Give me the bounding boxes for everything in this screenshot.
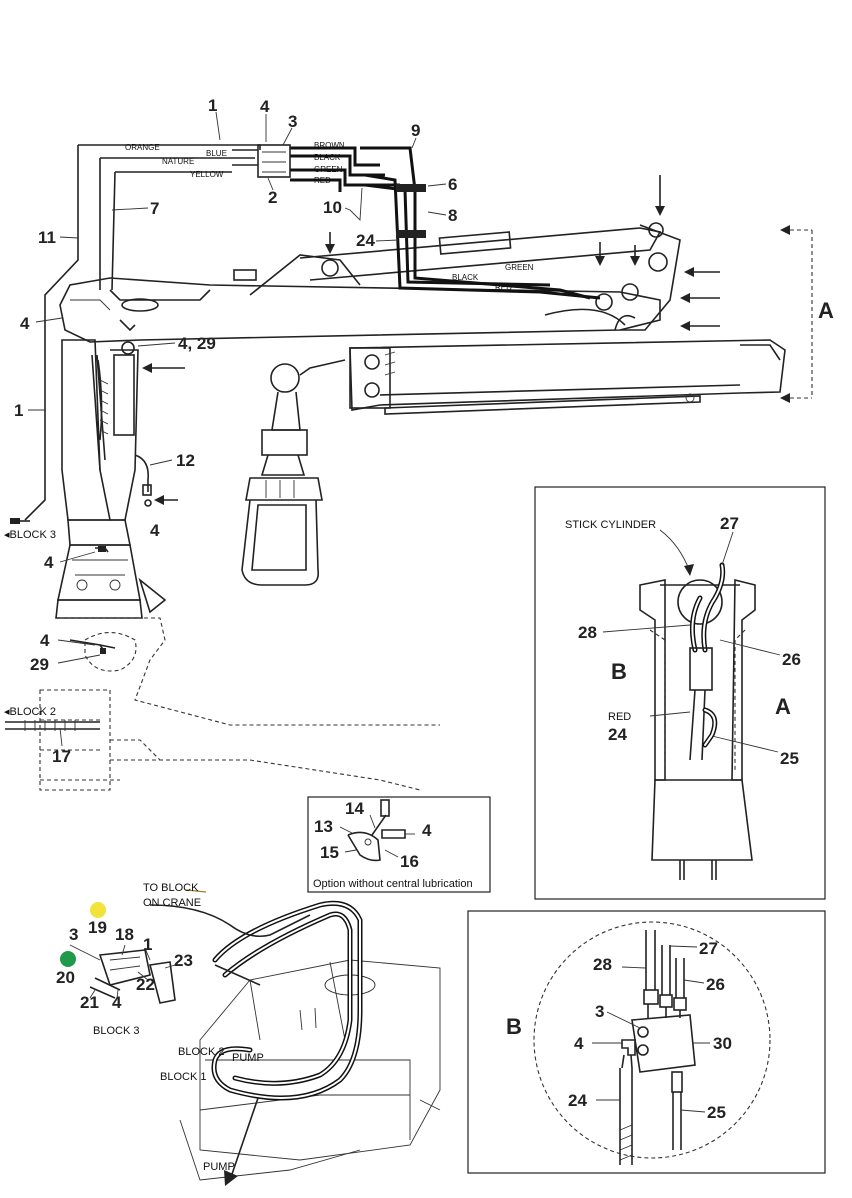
wire-brown: BROWN: [314, 141, 345, 150]
detail-b-label: B: [506, 1014, 522, 1039]
detail-b-callout-26: 26: [706, 975, 725, 994]
option-caption: Option without central lubrication: [313, 878, 473, 890]
block2-left-label: ◂BLOCK 2: [4, 706, 56, 718]
detail-a-red-label: RED: [608, 711, 631, 723]
detail-a-a-label: A: [775, 694, 791, 719]
wire-nature: NATURE: [162, 157, 194, 166]
callout-29-low: 29: [30, 655, 49, 674]
block3-callout-1: 1: [143, 935, 152, 954]
detail-a-panel: STICK CYLINDER 27 28 26 B RED 24 A 25: [534, 486, 826, 900]
block3-callout-18: 18: [115, 925, 134, 944]
block3-label: BLOCK 3: [93, 1025, 139, 1037]
callout-2-top: 2: [268, 188, 277, 207]
detail-a-callout-27: 27: [720, 514, 739, 533]
section-a-label: A: [818, 298, 834, 323]
detail-b-callout-30: 30: [713, 1034, 732, 1053]
callout-4-mid: 4: [150, 521, 160, 540]
block2-label: BLOCK 2: [178, 1046, 224, 1058]
detail-b-callout-28: 28: [593, 955, 612, 974]
detail-b-panel: B 28 27 26 3 4 30 24 25: [467, 910, 826, 1174]
option-callout-13: 13: [314, 817, 333, 836]
wire-blue: BLUE: [206, 149, 227, 158]
wire-black-2: BLACK: [452, 273, 479, 282]
block3-callout-3: 3: [69, 925, 78, 944]
option-callout-15: 15: [320, 843, 339, 862]
detail-a-callout-26: 26: [782, 650, 801, 669]
callout-1-left: 1: [14, 401, 23, 420]
callout-4-left: 4: [20, 314, 30, 333]
callout-3-top: 3: [288, 112, 297, 131]
callout-1-top: 1: [208, 96, 217, 115]
wire-green: GREEN: [314, 165, 343, 174]
callout-11: 11: [38, 228, 56, 247]
detail-b-callout-25: 25: [707, 1103, 726, 1122]
callout-24-top: 24: [356, 231, 375, 250]
option-callout-16: 16: [400, 852, 419, 871]
callout-6: 6: [448, 175, 457, 194]
crane-drawing: [5, 111, 813, 791]
pump-label-small: PUMP: [232, 1052, 264, 1064]
option-callout-4: 4: [422, 821, 432, 840]
green-marker: [60, 951, 76, 967]
callout-10: 10: [323, 198, 342, 217]
block1-label: BLOCK 1: [160, 1071, 206, 1083]
wire-green-2: GREEN: [505, 263, 534, 272]
callout-9: 9: [411, 121, 420, 140]
block3-callout-4: 4: [112, 993, 122, 1012]
detail-b-callout-24: 24: [568, 1091, 587, 1110]
callout-4-top: 4: [260, 97, 270, 116]
callout-4-low: 4: [40, 631, 50, 650]
block3-left-label: ◂BLOCK 3: [4, 529, 56, 541]
detail-a-b-label: B: [611, 659, 627, 684]
main-callouts: 1 4 3 2 9 6 8 7 11 10 24 4 4, 29 1 12 4 …: [4, 96, 834, 766]
wire-yellow: YELLOW: [190, 170, 224, 179]
block3-callout-20: 20: [56, 968, 75, 987]
block3-callout-22: 22: [136, 975, 155, 994]
callout-8: 8: [448, 206, 457, 225]
option-inset: 14 13 4 15 16 Option without central lub…: [307, 796, 491, 893]
block3-callout-23: 23: [174, 951, 193, 970]
pump-label-bottom: PUMP: [203, 1161, 235, 1173]
to-block-label-2: ON CRANE: [143, 897, 201, 909]
detail-b-callout-4: 4: [574, 1034, 584, 1053]
yellow-marker: [90, 902, 106, 918]
wire-red: RED: [314, 176, 331, 185]
detail-a-callout-28: 28: [578, 623, 597, 642]
detail-a-callout-24: 24: [608, 725, 627, 744]
to-block-label-1: TO BLOCK: [143, 882, 199, 894]
callout-4-29: 4, 29: [178, 334, 216, 353]
callout-7: 7: [150, 199, 159, 218]
detail-b-callout-3: 3: [595, 1002, 604, 1021]
wire-black: BLACK: [314, 153, 341, 162]
pump-area: TO BLOCK ON CRANE 3 19 18 1 20 22 23 21 …: [56, 882, 441, 1186]
detail-a-callout-25: 25: [780, 749, 799, 768]
stick-cylinder-label: STICK CYLINDER: [565, 519, 656, 531]
callout-17: 17: [52, 747, 71, 766]
option-callout-14: 14: [345, 799, 364, 818]
block3-callout-19: 19: [88, 918, 107, 937]
block3-callout-21: 21: [80, 993, 99, 1012]
callout-12: 12: [176, 451, 195, 470]
callout-4-base: 4: [44, 553, 54, 572]
wire-orange: ORANGE: [125, 143, 160, 152]
detail-b-callout-27: 27: [699, 939, 718, 958]
wire-red-2: RED: [495, 283, 512, 292]
